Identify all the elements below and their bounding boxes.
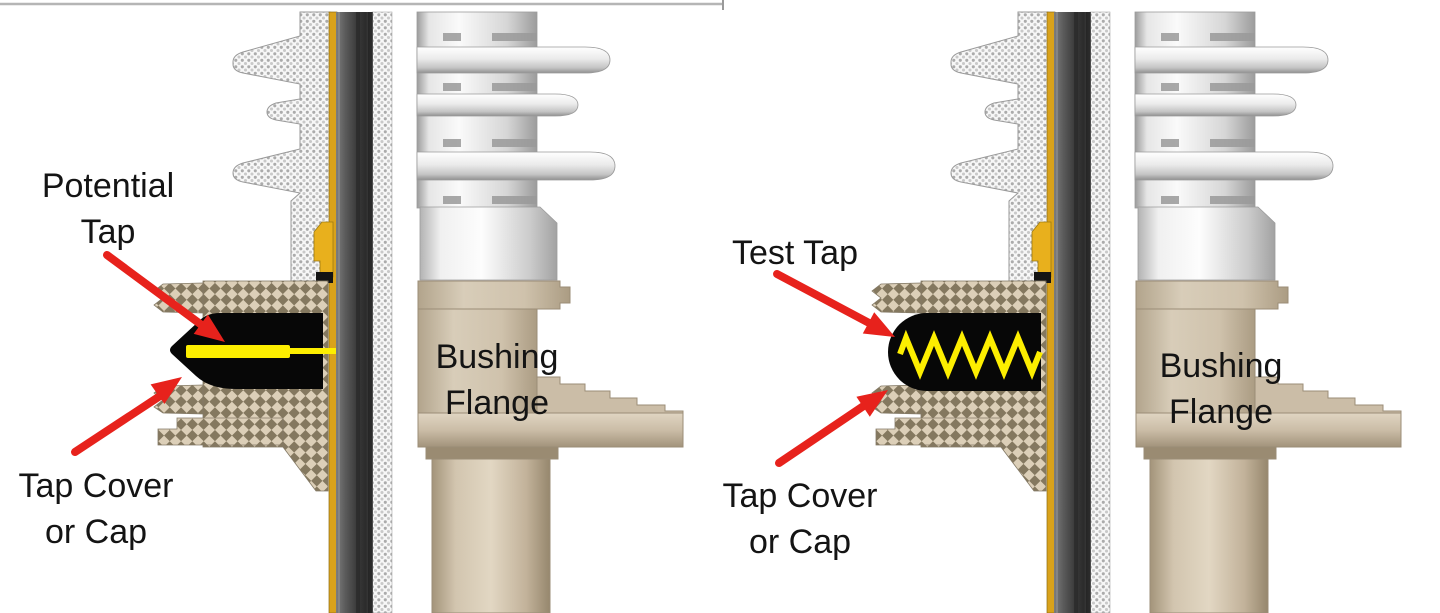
label-bushing-flange-left-line1: Bushing [435,338,559,376]
label-test-tap-line1: Test Tap [731,234,859,272]
bushing-diagram-left [153,11,684,613]
label-bushing-flange-right-line1: Bushing [1159,347,1283,385]
potential-tap-rod [186,345,290,358]
label-bushing-flange-right-line2: Flange [1169,393,1273,431]
label-bushing-flange-left: Bushing Flange [436,334,559,426]
arrow-potential-tap [103,251,225,342]
label-potential-tap-line2: Tap [80,213,136,251]
arrow-tap-cover-right [775,390,888,467]
label-tap-cover-left-line2: or Cap [44,513,148,551]
arrow-tap-cover-left [71,377,182,456]
label-tap-cover-left: Tap Cover or Cap [19,463,174,555]
arrow-test-tap [773,270,895,337]
bushing-diagram-right [871,11,1402,613]
label-potential-tap: Potential Tap [42,163,174,255]
test-tap-spring [897,329,1043,380]
label-tap-cover-right: Tap Cover or Cap [723,473,878,565]
label-bushing-flange-right: Bushing Flange [1160,343,1283,435]
potential-tap-rod-stem [288,348,336,354]
label-tap-cover-left-line1: Tap Cover [18,467,174,505]
label-tap-cover-right-line2: or Cap [748,523,852,561]
label-test-tap: Test Tap [732,230,858,276]
test-tap-assembly [888,313,1043,391]
label-bushing-flange-left-line2: Flange [445,384,549,422]
label-potential-tap-line1: Potential [41,167,175,205]
label-tap-cover-right-line1: Tap Cover [722,477,878,515]
